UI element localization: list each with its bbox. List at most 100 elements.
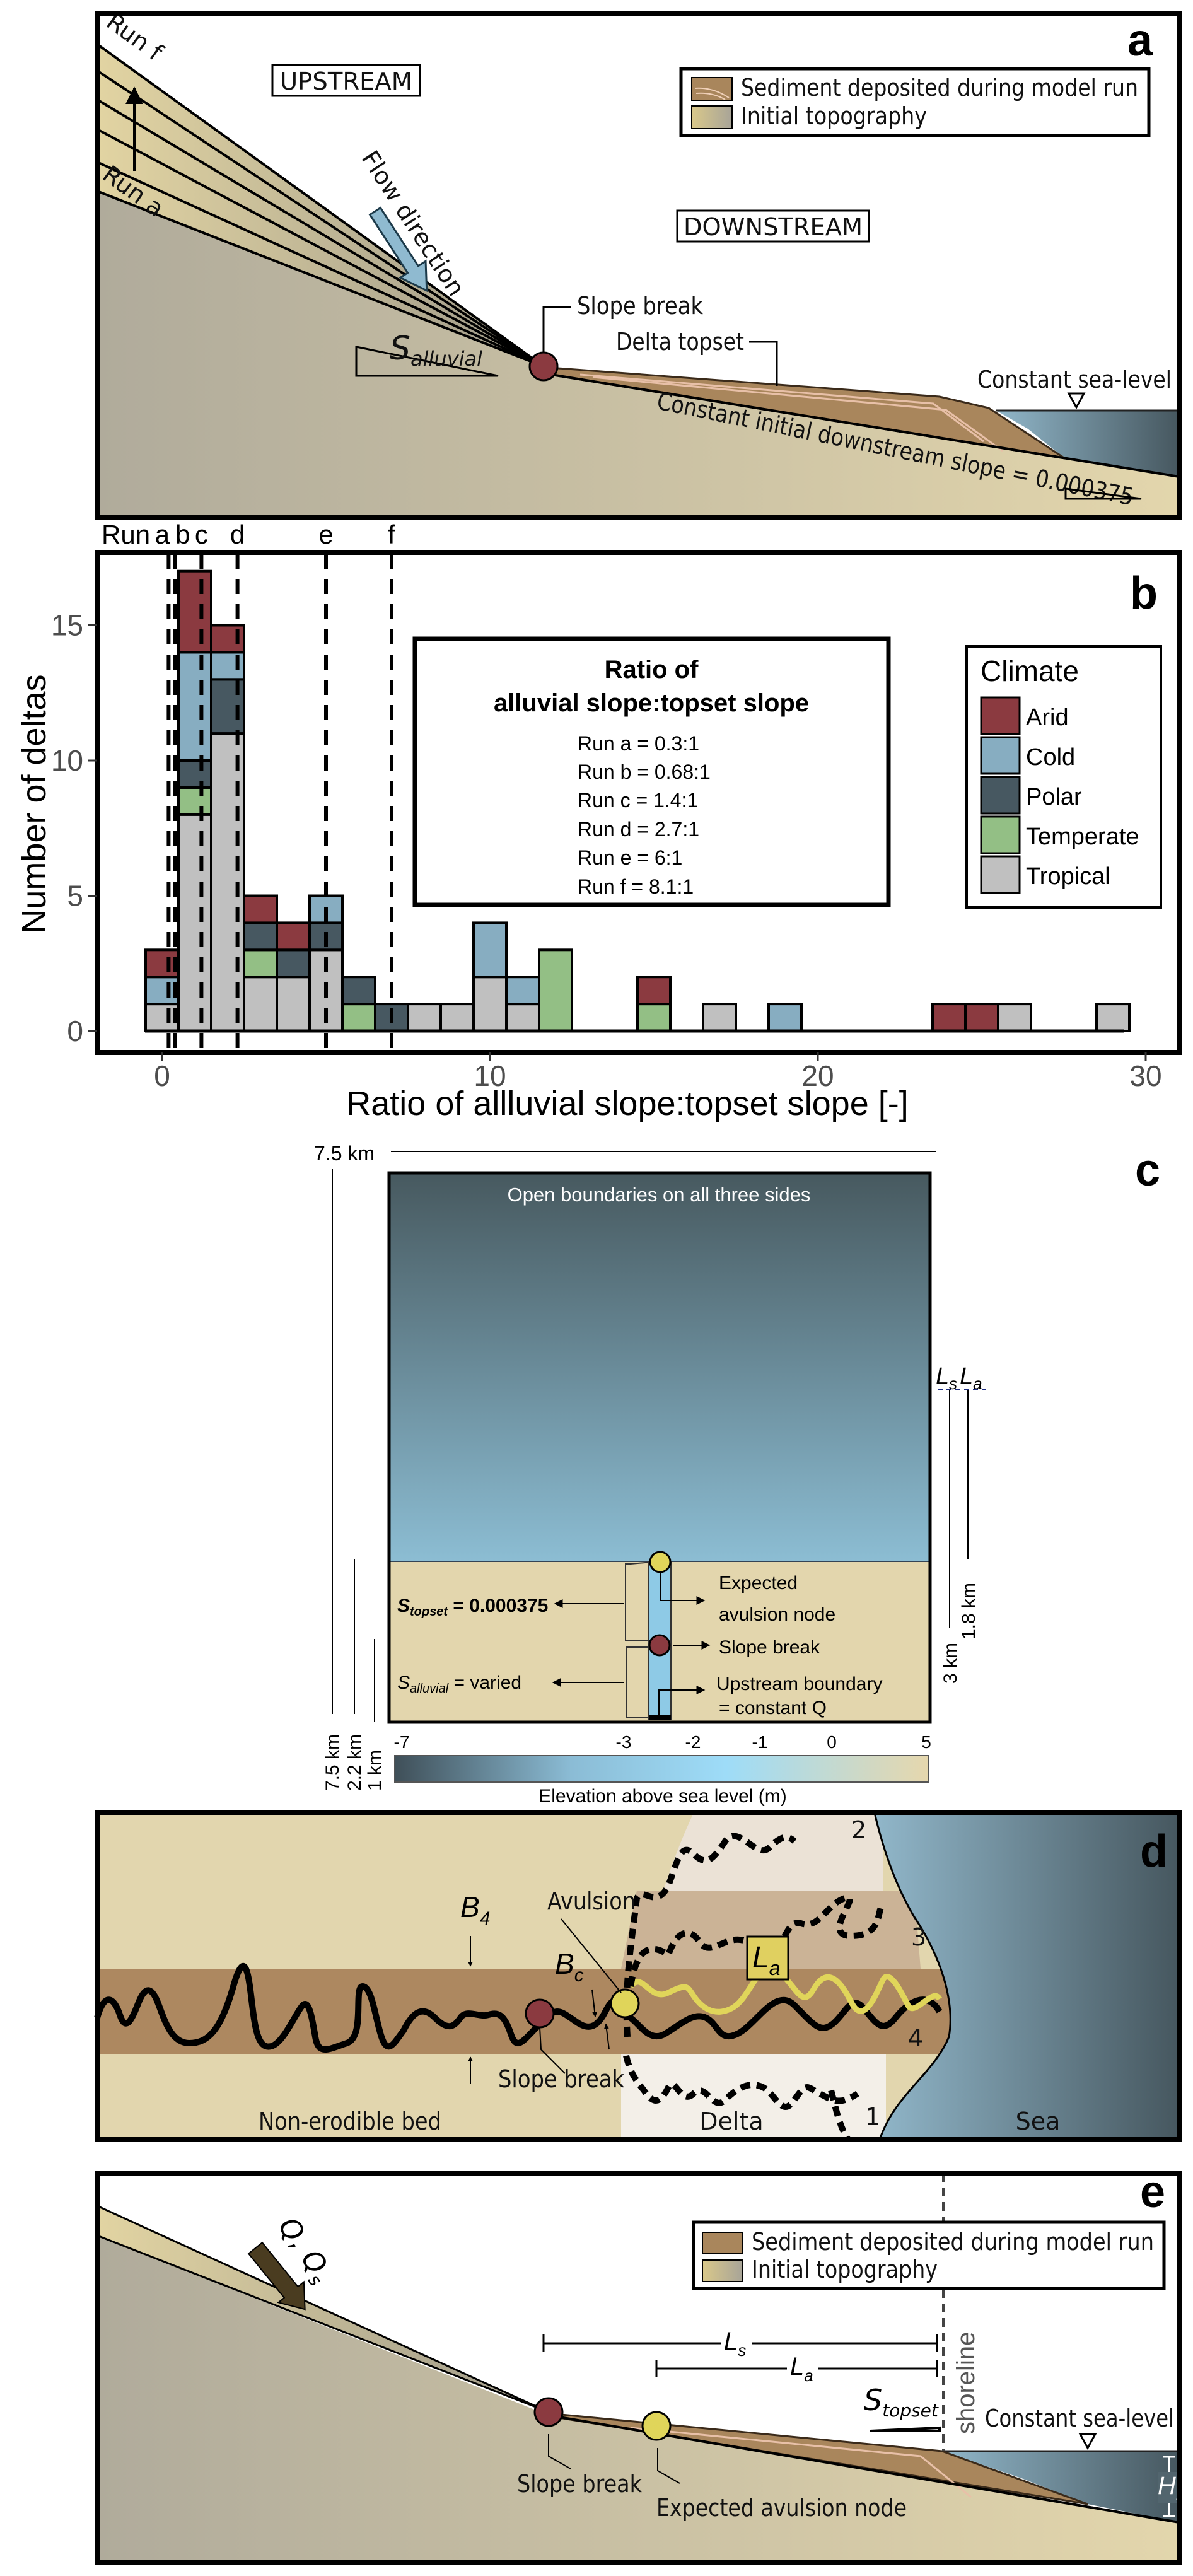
downstream-box [676,209,870,243]
bar-segment-tropical-bin-1 [177,813,212,1033]
initial-topography [97,2235,1179,2562]
bar-segment-polar-bin-6 [341,976,376,1006]
avulsion-node-marker [610,1988,640,2019]
run-profile-lines [96,43,545,368]
abandoned-channels [623,1833,886,2142]
b4-label: B4 [460,1891,490,1929]
ratio-line: Run a = 0.3:1 [578,732,699,755]
upstream-label-1: Upstream boundary [716,1674,882,1694]
s-alluvial-label: Salluvial [390,330,482,371]
slope-break-label: Slope break [719,1637,820,1658]
panel-a-legend [679,67,1151,137]
sea-level-label: Constant sea-level [977,366,1172,393]
bar-segment-tropical-bin-8 [407,1003,442,1032]
bar-segment-temperate-bin-12 [538,948,573,1033]
legend-label-tropical: Tropical [1026,863,1110,890]
channel-number-3: 3 [911,1923,926,1951]
y-axis-title: Number of deltas [15,674,53,933]
slope-break-label: Slope break [517,2470,642,2498]
panel-e-frame [95,2171,1182,2565]
ratio-line: Run d = 2.7:1 [578,818,699,841]
ratio-title-1: Ratio of [605,656,699,684]
main-channel [94,1962,943,2053]
model-domain-frame [387,1171,932,1724]
colorbar-tick: 0 [827,1732,837,1752]
ratio-lines: Run a = 0.3:1 Run b = 0.68:1 Run c = 1.4… [578,732,711,898]
ratio-title-2: alluvial slope:topset slope [494,689,809,717]
panel-d-letter: d [1140,1826,1168,1877]
legend-swatch-polar [980,776,1021,815]
panel-b-letter: b [1130,568,1158,619]
legend-label-polar: Polar [1026,784,1082,810]
slope-break-marker [648,1634,671,1657]
scale-7-5km: 7.5 km [322,1734,343,1791]
x-tick-label: 20 [801,1059,834,1092]
y-tick-label: 10 [51,744,83,777]
bar-segment-tropical-bin-26 [997,1003,1032,1032]
upstream-label-2: = constant Q [719,1698,827,1718]
panel-a-letter: a [1127,15,1153,66]
bar-segment-tropical-bin-29 [1095,1003,1131,1032]
run-label-f: f [388,520,395,549]
panel-d-frame [95,1810,1182,2142]
initial-topography [97,191,1179,517]
scale-1km: 1 km [364,1750,385,1791]
bar-segment-tropical-bin-17 [702,1003,737,1032]
expected-avulsion-node-marker [649,1551,672,1573]
sea-level-triangle-icon [1067,392,1086,410]
bar-segment-arid-bin-24 [931,1003,967,1032]
la-length-label: 1.8 km [958,1583,979,1640]
colorbar-tick: -3 [616,1732,632,1752]
avulsion-label: Avulsion [547,1887,636,1915]
ratio-line: Run f = 8.1:1 [578,875,694,898]
ratio-annotation-box [412,636,891,907]
shoreline-label: shoreline [952,2332,980,2434]
ratio-line: Run e = 6:1 [578,846,682,869]
panel-b-frame [95,550,1182,1055]
colorbar-label: Elevation above sea level (m) [538,1786,787,1807]
legend-swatch-tropical [980,855,1021,894]
elevation-colorbar [394,1755,929,1783]
non-erodible-label: Non-erodible bed [259,2107,441,2135]
ls-length-label: 3 km [940,1643,961,1684]
run-label-a: a [155,520,170,549]
panel-c-letter: c [1135,1145,1160,1196]
la-label: La [960,1363,982,1393]
sea-area [873,1812,1180,2141]
slope-break-marker [533,2397,564,2427]
legend-initial-label: Initial topography [752,2256,938,2283]
run-prefix-label: Run [102,520,150,549]
ls-label: Ls [936,1363,957,1393]
panel-e-legend [692,2220,1166,2290]
la-box [746,1935,789,1981]
bar-segment-arid-bin-1 [177,569,212,654]
legend-sediment-label: Sediment deposited during model run [741,74,1138,102]
colorbar-tick: -1 [752,1732,768,1752]
channel-number-1: 1 [865,2103,880,2131]
bar-segment-arid-bin-0 [144,948,180,979]
legend-sediment-swatch [691,77,733,101]
x-axis-title: Ratio of allluvial slope:topset slope [-… [346,1085,908,1122]
panel-a-frame [95,11,1182,520]
bar-segment-cold-bin-19 [767,1003,803,1032]
bar-segment-tropical-bin-9 [439,1003,475,1032]
upstream-box [271,64,421,97]
ratio-line: Run b = 0.68:1 [578,761,711,783]
legend-sediment-swatch [702,2232,743,2254]
legend-initial-swatch [691,105,733,129]
bar-segment-temperate-bin-1 [177,786,212,816]
sea-level-label: Constant sea-level [985,2404,1174,2432]
model-domain-water [389,1173,930,1561]
upstream-boundary-bar [649,1715,671,1720]
bar-segment-tropical-bin-10 [472,976,508,1032]
y-tick-label: 5 [67,880,83,912]
legend-label-arid: Arid [1026,704,1069,731]
abandoned-lobe-band [621,1891,921,1969]
channel-number-2: 2 [851,1816,866,1844]
expected-node-label: Expected avulsion node [656,2494,907,2522]
run-label-c: c [195,520,208,549]
legend-label-temperate: Temperate [1026,824,1139,850]
bc-label: Bc [555,1947,584,1986]
